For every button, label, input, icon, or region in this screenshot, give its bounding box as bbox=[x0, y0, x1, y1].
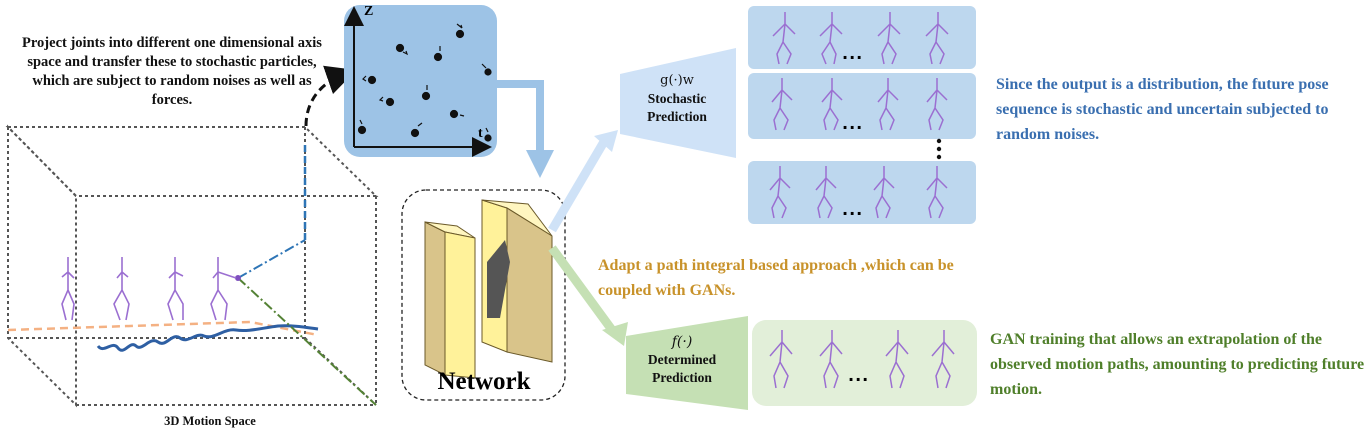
stochastic-prediction-label: g(·)w Stochastic Prediction bbox=[622, 72, 732, 126]
determined-prediction-label: f(·) Determined Prediction bbox=[622, 333, 742, 387]
network-to-determined-arrow bbox=[548, 245, 616, 333]
z-axis-label: Z bbox=[364, 4, 374, 19]
determined-panel-ellipsis: ... bbox=[848, 366, 870, 385]
panel-1-ellipsis: ... bbox=[842, 44, 864, 63]
motion-space-label: 3D Motion Space bbox=[164, 414, 256, 428]
projection-line-green bbox=[237, 277, 377, 406]
stochastic-label-text: Stochastic Prediction bbox=[647, 91, 707, 124]
projection-arrow bbox=[304, 65, 357, 127]
particle-space-box bbox=[344, 5, 497, 157]
network-label: Network bbox=[437, 368, 531, 395]
walking-skeletons bbox=[61, 257, 237, 321]
particle-to-network-arrow bbox=[497, 80, 544, 152]
network-to-stochastic-arrow bbox=[548, 137, 609, 233]
stochastic-funnel bbox=[620, 48, 736, 158]
particle-axes bbox=[344, 6, 492, 157]
path-integral-note: Adapt a path integral based approach ,wh… bbox=[598, 257, 954, 299]
stochastic-note: Since the output is a distribution, the … bbox=[996, 76, 1329, 143]
network-to-stochastic-arrowhead bbox=[594, 130, 618, 152]
network-to-determined-arrowhead bbox=[602, 322, 628, 346]
determined-panel bbox=[752, 320, 977, 406]
floor-guide-line bbox=[7, 320, 319, 337]
vertical-ellipsis bbox=[936, 138, 942, 160]
motion-trajectory bbox=[96, 324, 319, 352]
motion-space-box bbox=[5, 124, 379, 408]
stochastic-panel-1 bbox=[748, 6, 976, 69]
determined-function: f(·) bbox=[671, 334, 693, 350]
stochastic-function: g(·)w bbox=[660, 73, 694, 88]
projection-line-blue bbox=[237, 239, 306, 279]
network-inner-arrow bbox=[487, 240, 510, 318]
determined-label-text: Determined Prediction bbox=[647, 352, 717, 385]
t-axis-label: t bbox=[478, 126, 483, 141]
particles bbox=[357, 23, 492, 142]
projected-joint bbox=[235, 275, 241, 281]
panel-3-ellipsis: ... bbox=[842, 200, 864, 219]
particle-to-network-arrowhead bbox=[526, 150, 554, 178]
determined-funnel bbox=[626, 316, 748, 410]
prediction-skeletons bbox=[769, 12, 955, 389]
projection-caption: Project joints into different one dimens… bbox=[22, 35, 322, 108]
stochastic-panel-2 bbox=[748, 73, 976, 139]
panel-2-ellipsis: ... bbox=[842, 114, 864, 133]
stochastic-panel-3 bbox=[748, 161, 976, 224]
gan-note: GAN training that allows an extrapolatio… bbox=[990, 331, 1365, 398]
